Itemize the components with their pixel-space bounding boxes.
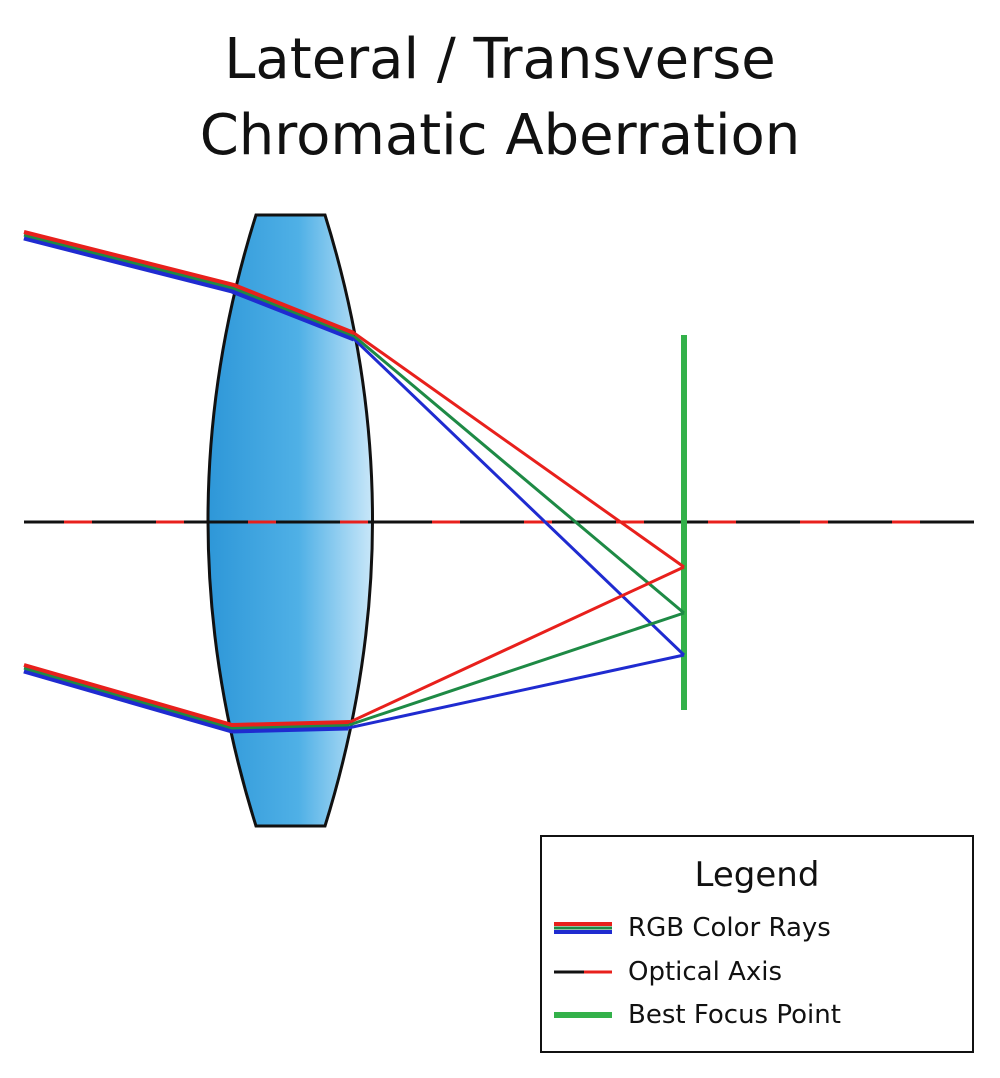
- refracted-ray-bottom-green: [348, 611, 685, 727]
- incoming-ray-bottom-red: [23, 663, 351, 728]
- incoming-ray-top-blue: [23, 235, 355, 342]
- incoming-ray-top-green: [23, 233, 355, 338]
- incoming-ray-bottom-green: [23, 666, 350, 730]
- rgb-rays-swatch-icon: [554, 922, 612, 934]
- legend-label-optical-axis: Optical Axis: [628, 957, 783, 987]
- refracted-ray-top-green: [353, 334, 685, 615]
- refracted-ray-top-blue: [352, 337, 686, 657]
- refracted-ray-bottom-blue: [347, 653, 685, 730]
- legend-box: Legend RGB Color Rays Optical Axis Best …: [540, 835, 974, 1053]
- incoming-ray-bottom-blue: [23, 668, 349, 734]
- legend-label-best-focus: Best Focus Point: [628, 1000, 841, 1030]
- focus-line-swatch-icon: [554, 1012, 612, 1018]
- optical-axis-swatch-icon: [554, 970, 612, 974]
- refracted-ray-bottom-red: [349, 565, 685, 724]
- incoming-ray-top-red: [23, 230, 355, 335]
- title-line-1: Lateral / Transverse: [224, 27, 776, 92]
- legend-heading: Legend: [694, 855, 820, 895]
- refracted-ray-top-red: [353, 331, 685, 569]
- legend-label-rgb-rays: RGB Color Rays: [628, 913, 831, 943]
- title-line-2: Chromatic Aberration: [199, 103, 801, 168]
